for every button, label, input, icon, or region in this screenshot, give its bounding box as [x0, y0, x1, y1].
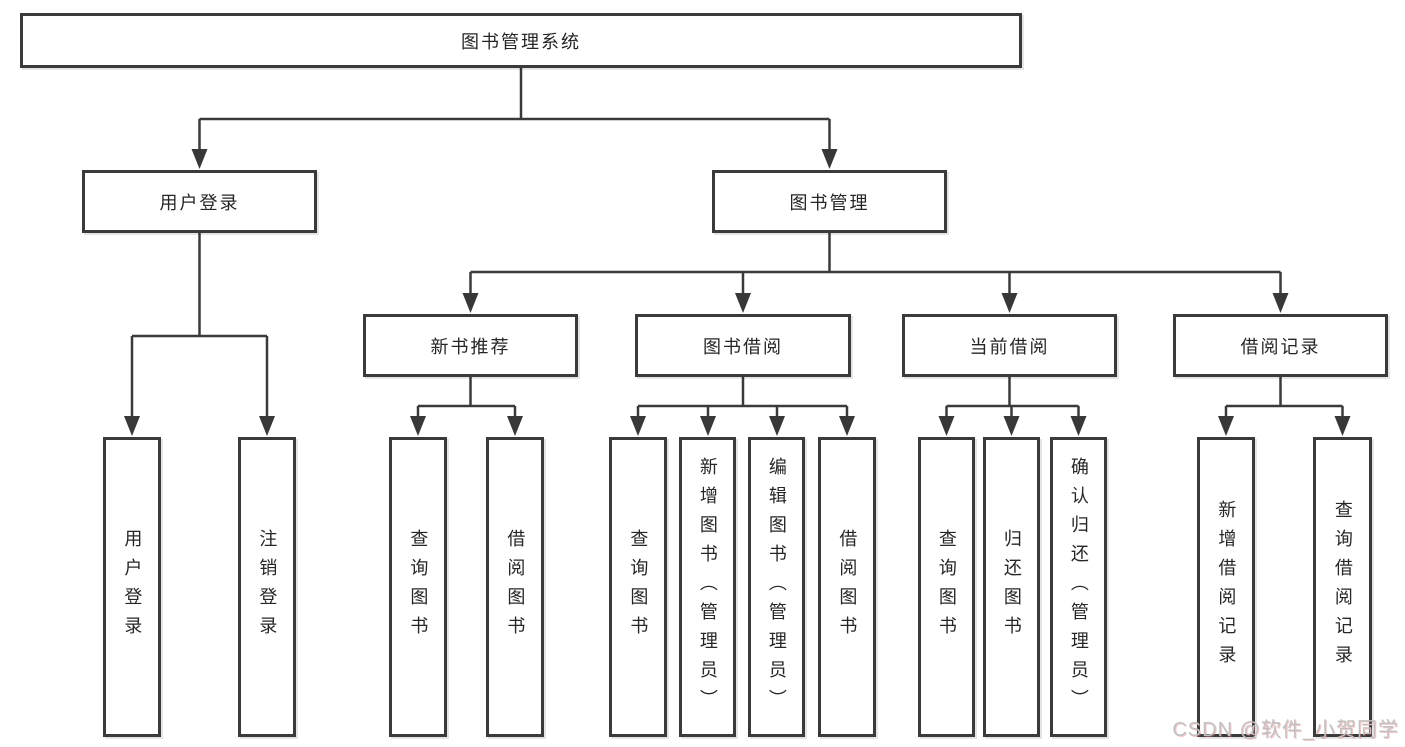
csdn-watermark: CSDN @软件_小贺同学	[1172, 719, 1399, 741]
leaf-add-book-admin: 新增图书（管理员）	[679, 437, 736, 737]
leaf-borrow-books-recommend: 借阅图书	[486, 437, 544, 737]
node-label: 查询借阅记录	[1332, 500, 1353, 674]
leaf-edit-book-admin: 编辑图书（管理员）	[748, 437, 805, 737]
leaf-query-books-borrow: 查询图书	[609, 437, 667, 737]
leaf-user-login: 用户登录	[103, 437, 161, 737]
node-new-book-recommendation: 新书推荐	[363, 314, 578, 377]
node-label: 注销登录	[257, 529, 278, 645]
node-label: 借阅记录	[1240, 336, 1321, 357]
node-current-borrowing: 当前借阅	[902, 314, 1117, 377]
leaf-query-borrow-record: 查询借阅记录	[1313, 437, 1372, 737]
node-label: 用户登录	[159, 192, 240, 213]
node-label: 查询图书	[408, 529, 429, 645]
leaf-query-books-current: 查询图书	[918, 437, 975, 737]
node-book-management: 图书管理	[712, 170, 947, 233]
node-borrowing-records: 借阅记录	[1173, 314, 1388, 377]
node-label: 归还图书	[1001, 529, 1022, 645]
node-label: 查询图书	[628, 529, 649, 645]
node-label: 借阅图书	[505, 529, 526, 645]
leaf-confirm-return-admin: 确认归还（管理员）	[1050, 437, 1107, 737]
node-user-login: 用户登录	[82, 170, 317, 233]
leaf-add-borrow-record: 新增借阅记录	[1197, 437, 1255, 737]
node-label: 图书管理	[789, 192, 870, 213]
node-library-management-system: 图书管理系统	[20, 13, 1022, 68]
node-label: 编辑图书（管理员）	[766, 456, 787, 718]
node-label: 图书管理系统	[461, 31, 581, 52]
node-label: 当前借阅	[969, 336, 1050, 357]
leaf-borrow-books: 借阅图书	[818, 437, 876, 737]
leaf-query-books-recommend: 查询图书	[389, 437, 447, 737]
node-label: 图书借阅	[703, 336, 783, 357]
node-label: 用户登录	[122, 529, 143, 645]
node-label: 借阅图书	[837, 529, 858, 645]
node-label: 新书推荐	[430, 336, 511, 357]
node-label: 新增图书（管理员）	[697, 456, 718, 718]
node-label: 确认归还（管理员）	[1068, 456, 1089, 718]
node-label: 查询图书	[936, 529, 957, 645]
leaf-return-books: 归还图书	[983, 437, 1040, 737]
node-book-borrowing: 图书借阅	[635, 314, 851, 377]
leaf-logout: 注销登录	[238, 437, 296, 737]
node-label: 新增借阅记录	[1216, 500, 1237, 674]
